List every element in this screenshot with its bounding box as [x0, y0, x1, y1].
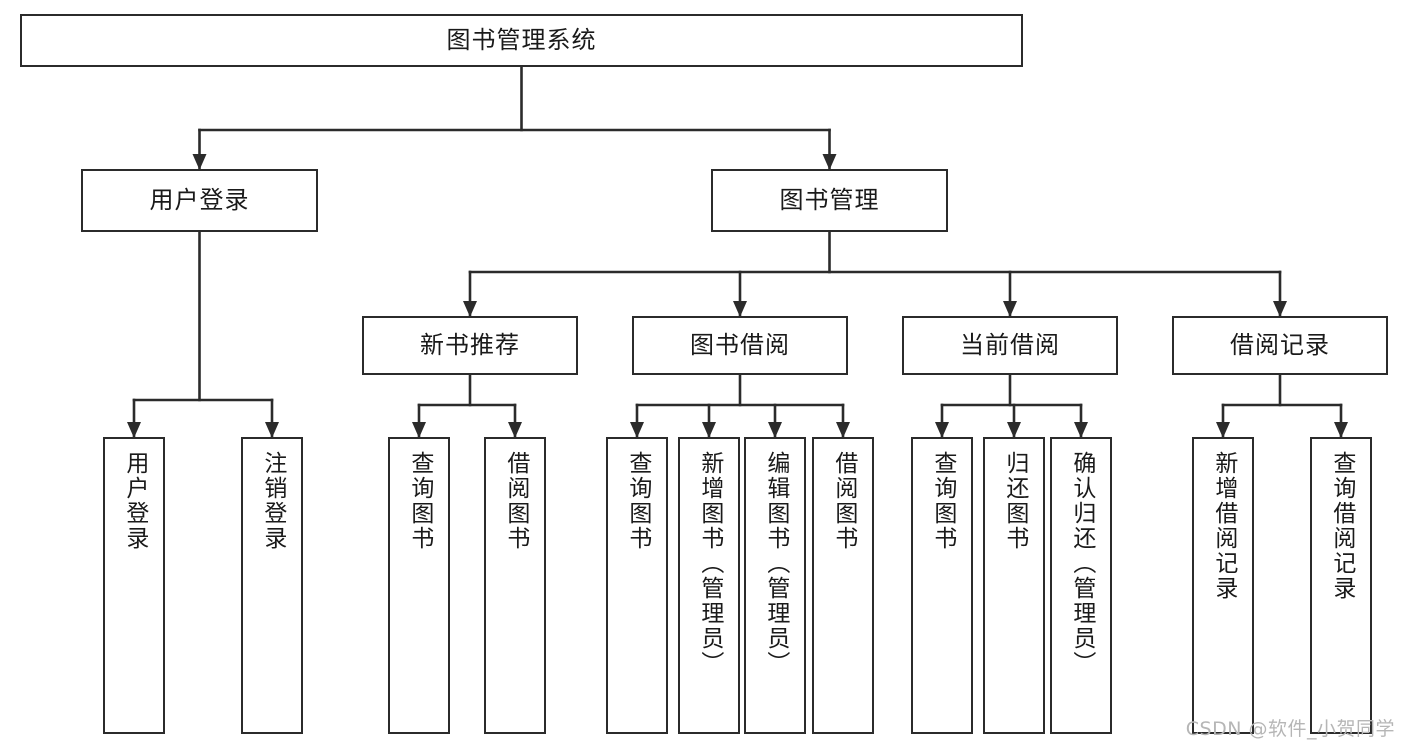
node-label: 编辑图书（管理员）: [762, 451, 789, 676]
node-l1a[interactable]: 用户登录: [81, 169, 318, 232]
arrowhead-icon: [412, 422, 426, 438]
node-label: 查询图书: [929, 451, 956, 551]
node-l2b[interactable]: 图书借阅: [632, 316, 848, 375]
node-leaf5[interactable]: 查询图书: [606, 437, 668, 734]
arrowhead-icon: [1007, 422, 1021, 438]
arrowhead-icon: [463, 301, 477, 317]
arrowhead-icon: [265, 422, 279, 438]
node-label: 当前借阅: [960, 331, 1060, 360]
arrowhead-icon: [192, 154, 207, 170]
node-leaf7[interactable]: 编辑图书（管理员）: [744, 437, 806, 734]
node-label: 新书推荐: [420, 331, 520, 360]
node-leaf10[interactable]: 归还图书: [983, 437, 1045, 734]
node-label: 归还图书: [1001, 451, 1028, 551]
node-label: 新增图书（管理员）: [696, 451, 723, 676]
node-leaf8[interactable]: 借阅图书: [812, 437, 874, 734]
arrowhead-icon: [1216, 422, 1230, 438]
arrowhead-icon: [127, 422, 141, 438]
arrowhead-icon: [768, 422, 782, 438]
node-label: 用户登录: [121, 451, 148, 551]
node-label: 新增借阅记录: [1210, 451, 1237, 601]
node-label: 查询图书: [406, 451, 433, 551]
node-leaf6[interactable]: 新增图书（管理员）: [678, 437, 740, 734]
node-leaf13[interactable]: 查询借阅记录: [1310, 437, 1372, 734]
node-root[interactable]: 图书管理系统: [20, 14, 1023, 67]
arrowhead-icon: [822, 154, 837, 170]
node-leaf9[interactable]: 查询图书: [911, 437, 973, 734]
node-leaf3[interactable]: 查询图书: [388, 437, 450, 734]
arrowhead-icon: [508, 422, 522, 438]
node-label: 借阅记录: [1230, 331, 1330, 360]
node-label: 用户登录: [149, 186, 250, 215]
arrowhead-icon: [836, 422, 850, 438]
arrowhead-icon: [733, 301, 747, 317]
node-leaf1[interactable]: 用户登录: [103, 437, 165, 734]
node-label: 注销登录: [259, 451, 286, 551]
node-l1b[interactable]: 图书管理: [711, 169, 948, 232]
node-label: 图书管理: [779, 186, 880, 215]
node-leaf11[interactable]: 确认归还（管理员）: [1050, 437, 1112, 734]
node-leaf12[interactable]: 新增借阅记录: [1192, 437, 1254, 734]
arrowhead-icon: [702, 422, 716, 438]
node-label: 借阅图书: [502, 451, 529, 551]
arrowhead-icon: [1334, 422, 1348, 438]
node-l2d[interactable]: 借阅记录: [1172, 316, 1388, 375]
arrowhead-icon: [1003, 301, 1017, 317]
node-label: 查询借阅记录: [1328, 451, 1355, 601]
arrowhead-icon: [630, 422, 644, 438]
node-leaf2[interactable]: 注销登录: [241, 437, 303, 734]
node-leaf4[interactable]: 借阅图书: [484, 437, 546, 734]
arrowhead-icon: [935, 422, 949, 438]
node-label: 查询图书: [624, 451, 651, 551]
arrowhead-icon: [1273, 301, 1287, 317]
node-label: 图书借阅: [690, 331, 790, 360]
node-label: 借阅图书: [830, 451, 857, 551]
watermark-text: CSDN @软件_小贺同学: [1185, 718, 1395, 740]
node-label: 图书管理系统: [446, 26, 597, 55]
arrowhead-icon: [1074, 422, 1088, 438]
node-label: 确认归还（管理员）: [1068, 451, 1095, 676]
node-l2c[interactable]: 当前借阅: [902, 316, 1118, 375]
node-l2a[interactable]: 新书推荐: [362, 316, 578, 375]
